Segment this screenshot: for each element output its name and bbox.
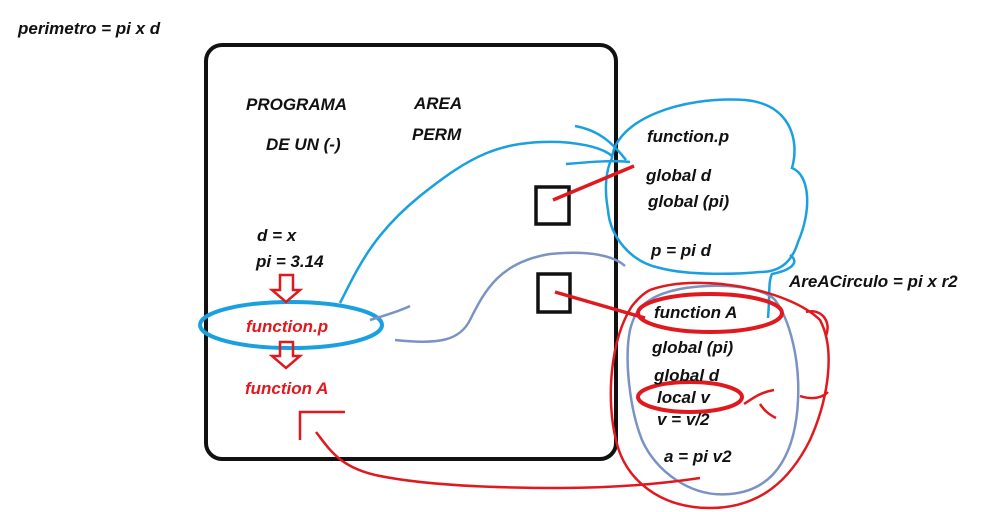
function-p-line1: global d bbox=[646, 166, 712, 185]
area-formula: AreACirculo = pi x r2 bbox=[789, 272, 958, 291]
program-title-line1: PROGRAMA bbox=[246, 95, 348, 114]
call-function-p: function.p bbox=[246, 317, 329, 336]
function-p-line2: global (pi) bbox=[648, 192, 730, 211]
memory-slot-a bbox=[536, 272, 572, 314]
slot-p-to-cloud-link bbox=[552, 164, 635, 202]
function-p-cloud-tail bbox=[565, 124, 631, 166]
call-to-function-p-link bbox=[338, 140, 613, 304]
program-box bbox=[204, 43, 618, 461]
program-title-line2: DE UN (-) bbox=[266, 135, 341, 154]
memory-label-line2: PERM bbox=[412, 125, 462, 144]
call-function-a: function A bbox=[245, 379, 329, 398]
function-a-line4: v = v/2 bbox=[657, 410, 710, 429]
return-path bbox=[298, 410, 701, 490]
function-p-cloud-outline bbox=[604, 98, 809, 276]
memory-label-line1: AREA bbox=[414, 94, 463, 113]
function-a-name: function A bbox=[654, 303, 738, 322]
perimeter-formula: perimetro = pi x d bbox=[18, 19, 161, 38]
function-a-line5: a = pi v2 bbox=[664, 447, 732, 466]
function-p-name: function.p bbox=[647, 127, 730, 146]
function-p-call-ellipse bbox=[198, 300, 384, 350]
function-a-line1: global (pi) bbox=[652, 338, 734, 357]
call-to-function-a-link bbox=[394, 251, 626, 344]
local-v-ellipse bbox=[636, 380, 744, 414]
local-v-marker bbox=[743, 388, 777, 420]
var-d: d = x bbox=[257, 226, 297, 245]
function-p-line3: p = pi d bbox=[651, 241, 711, 260]
loop-squiggle bbox=[799, 309, 829, 400]
arrow-down-icon bbox=[268, 340, 304, 370]
var-pi: pi = 3.14 bbox=[256, 252, 324, 271]
slot-a-to-cloud-link bbox=[554, 290, 646, 320]
call-ellipse-tail bbox=[369, 304, 411, 322]
function-a-line2: global d bbox=[654, 366, 720, 385]
arrow-down-icon bbox=[268, 273, 304, 304]
function-a-cloud-outline bbox=[626, 284, 800, 496]
memory-slot-p bbox=[534, 185, 571, 226]
function-a-name-ellipse bbox=[636, 292, 784, 334]
function-a-line3: local v bbox=[657, 388, 710, 407]
